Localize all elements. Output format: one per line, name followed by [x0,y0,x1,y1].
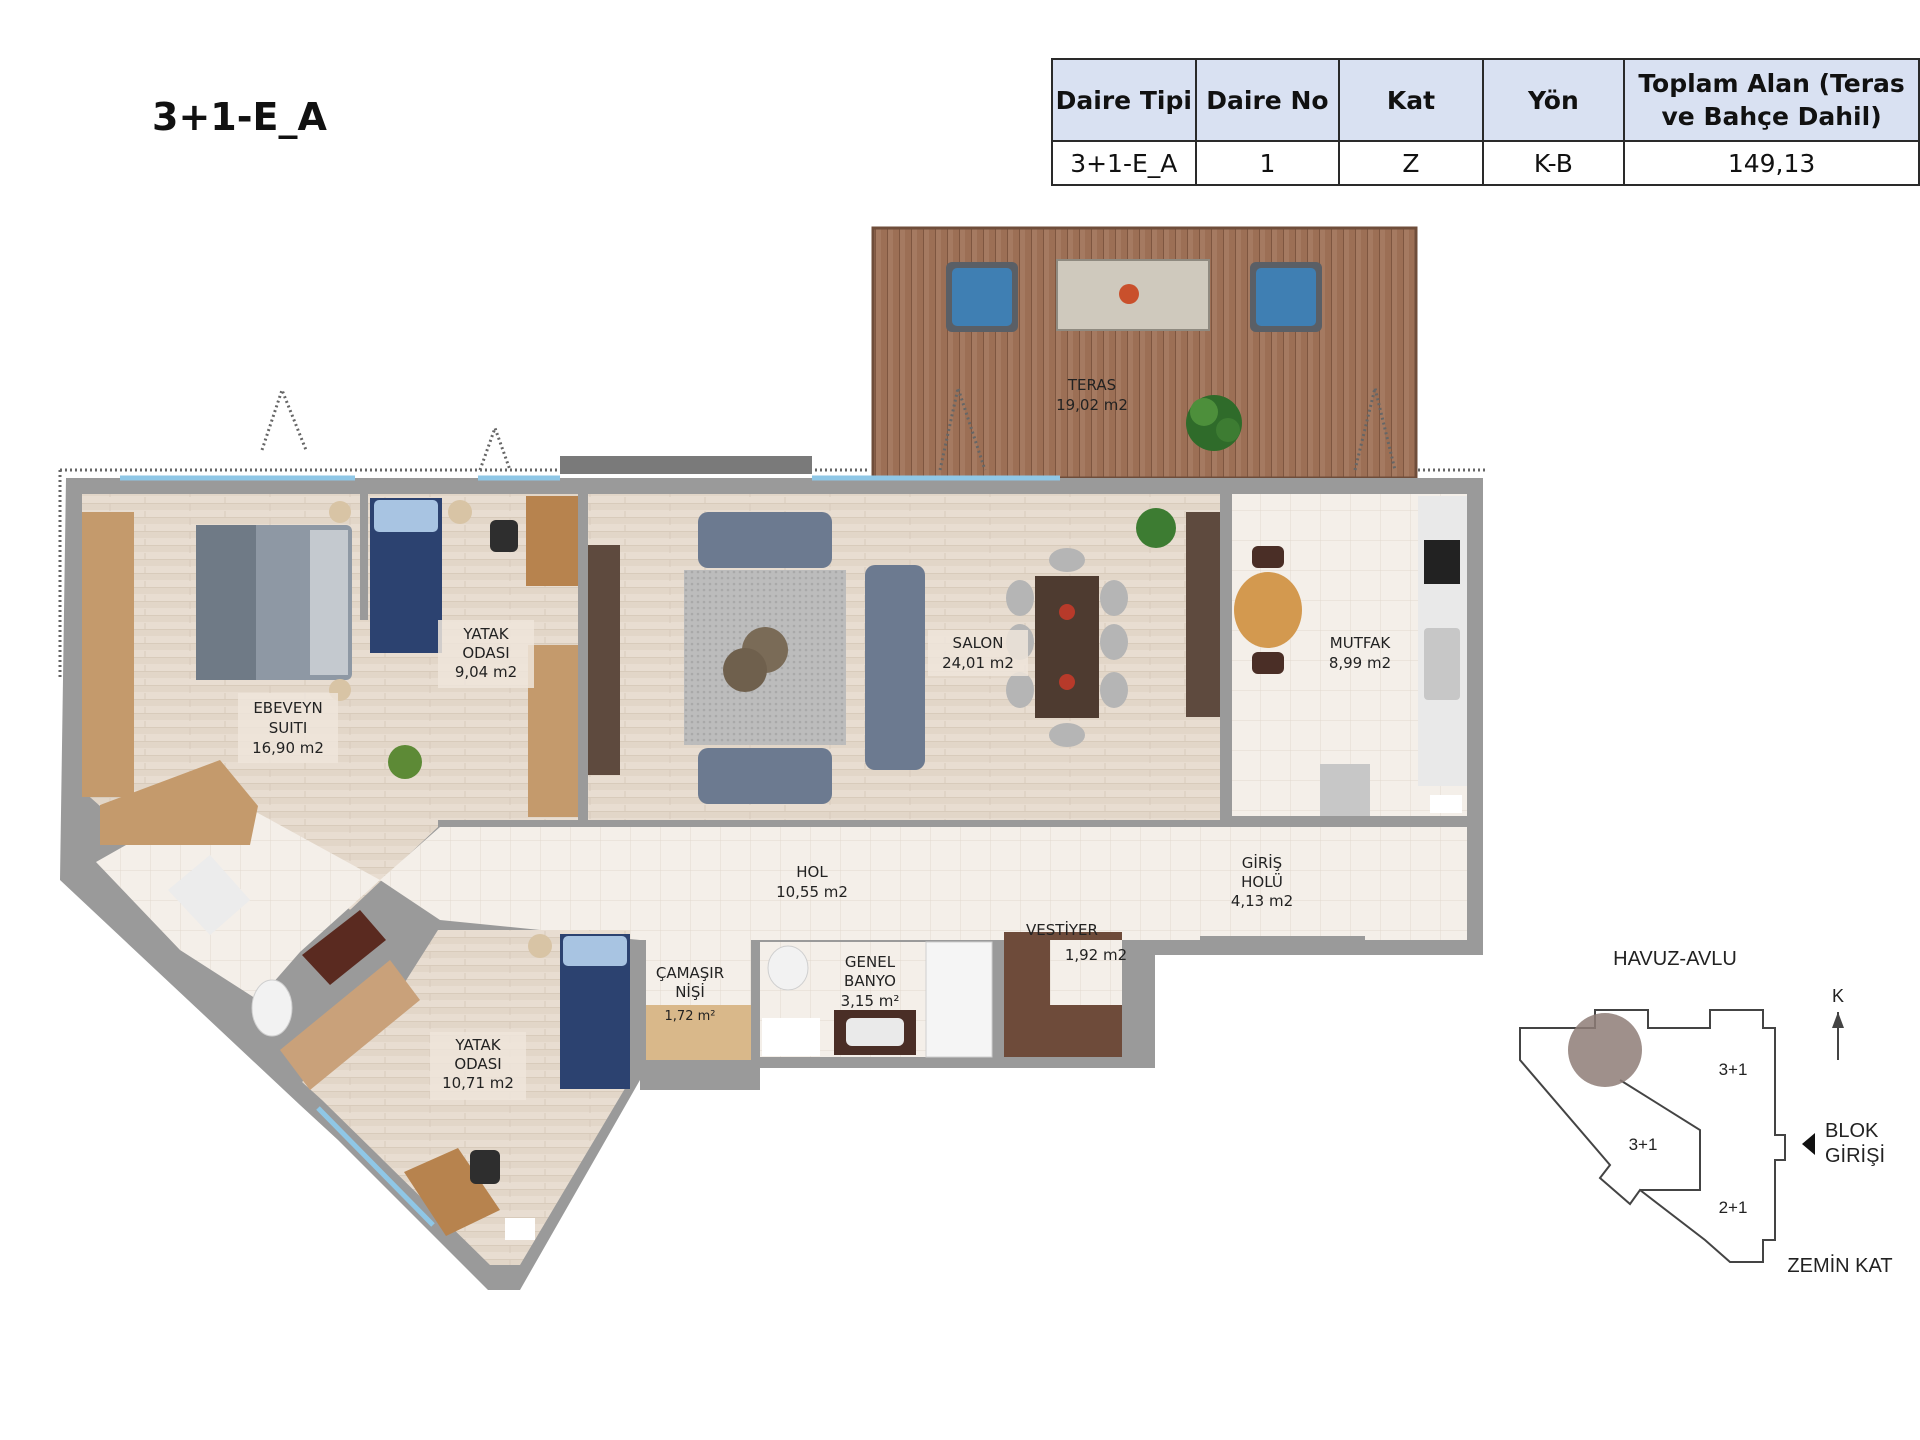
windows [120,475,1060,1227]
camasir-label-1: ÇAMAŞIR [656,964,724,982]
cell-daire-tipi: 3+1-E_A [1051,140,1197,186]
terrace-table [1056,259,1210,331]
yatak2-area: 10,71 m2 [442,1074,514,1092]
salon-label: SALON [953,634,1004,652]
entrance-arrow-icon [1802,1133,1815,1155]
header-daire-tipi: Daire Tipi [1051,58,1197,142]
header-toplam-alan: Toplam Alan (Teras ve Bahçe Dahil) [1623,58,1920,142]
camasir-label-2: NİŞİ [675,982,705,1001]
terrace-plant [1186,395,1242,451]
info-data-row: 3+1-E_A 1 Z K-B 149,13 [1051,140,1920,186]
keymap-top-label: HAVUZ-AVLU [1613,948,1737,970]
keymap-pool [1568,1013,1642,1087]
yatak2-label-1: YATAK [454,1036,501,1054]
keymap-unit-3: 2+1 [1719,1198,1748,1217]
ebeveyn-furniture [82,501,422,845]
terrace-armchair-left [946,262,1018,332]
ebeveyn-area: 16,90 m2 [252,739,324,757]
stone-planter [560,456,812,474]
genel-banyo-fixtures [762,941,993,1058]
yatak1-label-1: YATAK [462,625,509,643]
key-map: HAVUZ-AVLU 3+1 3+1 2+1 K BLOK GİRİŞİ ZEM… [1519,948,1893,1277]
vestiyer-area: 1,92 m2 [1065,946,1127,964]
banyo-area: 3,15 m² [841,992,900,1010]
header-kat: Kat [1338,58,1484,142]
salon-area: 24,01 m2 [942,654,1014,672]
room-labels: EBEVEYN SUITI 16,90 m2 YATAK ODASI 9,04 … [238,620,1391,1100]
unit-info-table: Daire Tipi Daire No Kat Yön Toplam Alan … [1051,58,1920,186]
header-yon: Yön [1481,58,1626,142]
yatak1-area: 9,04 m2 [455,663,517,681]
plan-title: 3+1-E_A [152,95,327,139]
yatak1-furniture [370,496,578,817]
ebeveyn-label-2: SUITI [269,719,308,737]
teras-area: 19,02 m2 [1056,396,1128,414]
mutfak-area: 8,99 m2 [1329,654,1391,672]
hol-label: HOL [796,863,828,881]
teras-label: TERAS [1067,376,1116,394]
banyo-label-1: GENEL [845,953,896,971]
yatak2-label-2: ODASI [454,1055,501,1073]
keymap-unit-1: 3+1 [1719,1060,1748,1079]
cell-toplam-alan: 149,13 [1623,140,1920,186]
keymap-unit-2: 3+1 [1629,1135,1658,1154]
north-arrow-icon [1832,1012,1844,1060]
north-label: K [1832,986,1844,1006]
mutfak-label: MUTFAK [1330,634,1392,652]
giris-label-1: GİRİŞ [1242,853,1282,872]
camasir-area: 1,72 m² [665,1009,716,1024]
keymap-division [1619,1079,1701,1191]
cell-daire-no: 1 [1194,140,1341,186]
mutfak-furniture [1234,496,1467,816]
entrance-label-1: BLOK [1825,1120,1879,1142]
yatak2-furniture [404,934,630,1240]
salon-furniture [588,508,1220,804]
info-header-row: Daire Tipi Daire No Kat Yön Toplam Alan … [1051,58,1920,142]
ebeveyn-bath-fixtures [168,855,420,1090]
terrace-armchair-right [1250,262,1322,332]
ebeveyn-label-1: EBEVEYN [253,699,322,717]
terrace-area: TERAS 19,02 m2 [871,226,1418,480]
hol-area: 10,55 m2 [776,883,848,901]
header-daire-no: Daire No [1194,58,1341,142]
entrance-label-2: GİRİŞİ [1825,1144,1885,1167]
yatak1-label-2: ODASI [462,644,509,662]
vestiyer-label: VESTİYER [1026,920,1098,939]
floor-label: ZEMİN KAT [1787,1254,1892,1277]
giris-label-2: HOLÜ [1241,872,1283,891]
cell-yon: K-B [1481,140,1626,186]
giris-area: 4,13 m2 [1231,892,1293,910]
banyo-label-2: BANYO [844,972,896,990]
cell-kat: Z [1338,140,1484,186]
